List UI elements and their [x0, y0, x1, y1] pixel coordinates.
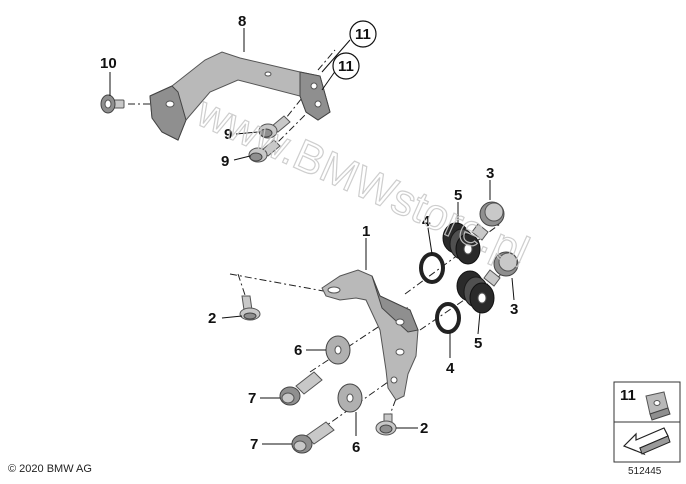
callout-8: 8 — [238, 13, 246, 30]
arrow-icon — [622, 427, 671, 456]
bracket-1 — [321, 269, 419, 401]
rubber-damper-5-lower — [456, 270, 495, 314]
washer-6-lower — [337, 383, 363, 413]
centerline-clip-11 — [317, 49, 336, 71]
diagram-number: 512445 — [628, 466, 662, 477]
callout-9-lower: 9 — [221, 153, 229, 170]
clip-nut-11-icon — [645, 391, 671, 421]
bolt-7-upper — [279, 371, 323, 406]
callout-9-upper: 9 — [224, 126, 232, 143]
bolt-9-upper — [258, 115, 291, 139]
callout-10: 10 — [100, 55, 117, 72]
callout-4-upper: 4 — [422, 213, 431, 230]
callout-3-upper: 3 — [486, 165, 494, 182]
ring-4-lower — [435, 302, 461, 334]
bolt-7-lower — [291, 421, 335, 454]
callout-7-upper: 7 — [248, 390, 256, 407]
bracket-8 — [149, 51, 331, 141]
ring-4-upper — [419, 252, 445, 284]
callout-3-lower: 3 — [510, 301, 518, 318]
centerline-bolt-2-upper — [237, 273, 247, 299]
svg-text:11: 11 — [338, 58, 354, 75]
bolt-9-lower — [248, 139, 281, 163]
callout-11-upper: 11 — [349, 20, 377, 48]
copyright-text: © 2020 BMW AG — [8, 463, 92, 475]
centerline-bolt-7-upper — [309, 305, 411, 373]
callout-2-upper: 2 — [208, 310, 216, 327]
bolt-3-upper — [471, 201, 505, 241]
washer-6-upper — [325, 335, 351, 365]
centerline-left — [229, 273, 341, 295]
watermark: www.BMWstore.pl — [189, 87, 536, 277]
svg-text:11: 11 — [355, 26, 371, 43]
nut-10 — [100, 94, 125, 114]
callout-11-lower: 11 — [332, 52, 360, 80]
callout-5-upper: 5 — [454, 187, 462, 204]
callout-6-lower: 6 — [352, 439, 360, 456]
bolt-2-upper — [239, 295, 261, 321]
legend-box: 11 — [613, 381, 681, 463]
bolt-3-lower — [483, 251, 519, 287]
callout-7-lower: 7 — [250, 436, 258, 453]
leader-lines — [109, 28, 515, 445]
callout-4-lower: 4 — [446, 360, 455, 377]
bolt-2-lower — [375, 413, 397, 436]
legend-number: 11 — [620, 387, 636, 404]
rubber-damper-5-upper — [442, 222, 481, 265]
callout-5-lower: 5 — [474, 335, 482, 352]
callout-2-lower: 2 — [420, 420, 428, 437]
callout-1: 1 — [362, 223, 370, 240]
centerline-dampers-upper — [404, 223, 501, 295]
callout-6-upper: 6 — [294, 342, 302, 359]
